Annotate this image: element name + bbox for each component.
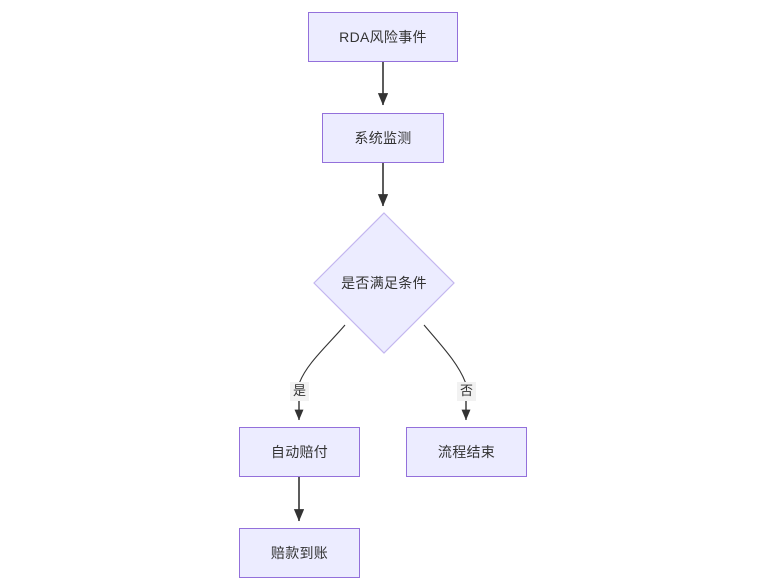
node-automatic-payout[interactable]: 自动赔付 <box>239 427 360 477</box>
node-rda-risk-event[interactable]: RDA风险事件 <box>308 12 458 62</box>
node-system-monitoring[interactable]: 系统监测 <box>322 113 444 163</box>
node-label-system-monitoring: 系统监测 <box>354 129 412 146</box>
edge-decision-to-end <box>423 324 467 385</box>
edge-decision-to-autopay <box>298 324 346 385</box>
node-label-automatic-payout: 自动赔付 <box>270 443 329 460</box>
edge-label-no: 否 <box>457 382 476 401</box>
node-label-process-end: 流程结束 <box>437 443 496 460</box>
node-condition-decision[interactable]: 是否满足条件 <box>313 212 455 354</box>
node-label-rda-risk-event: RDA风险事件 <box>339 28 427 45</box>
diamond-shape <box>313 212 455 354</box>
node-process-end[interactable]: 流程结束 <box>406 427 527 477</box>
node-payment-received[interactable]: 赔款到账 <box>239 528 360 578</box>
node-label-payment-received: 赔款到账 <box>270 544 329 561</box>
node-label-condition-decision: 是否满足条件 <box>341 275 427 291</box>
edge-label-yes: 是 <box>290 382 309 401</box>
